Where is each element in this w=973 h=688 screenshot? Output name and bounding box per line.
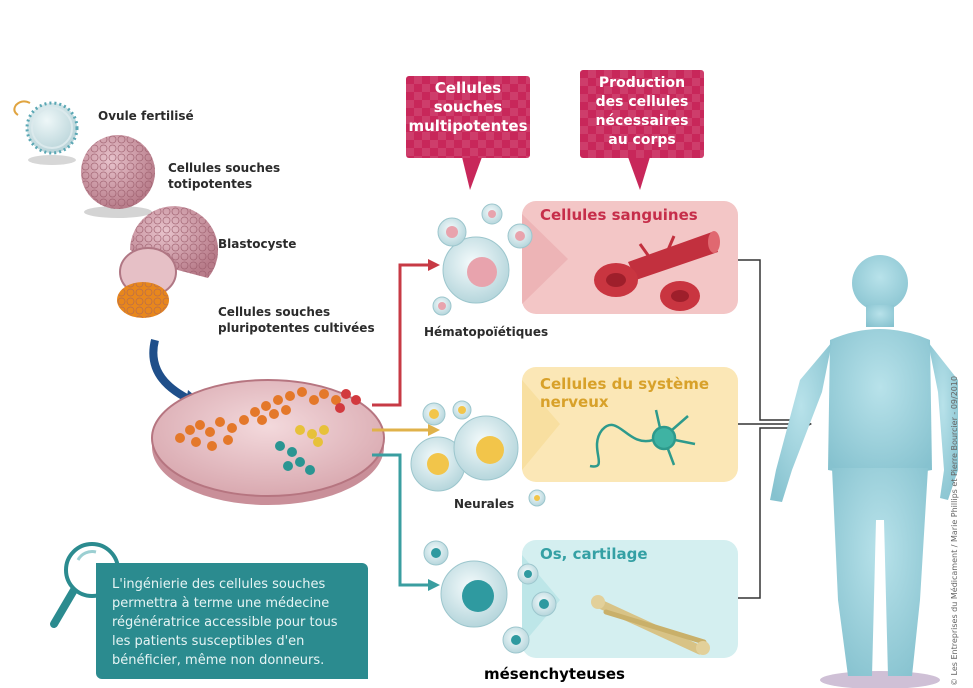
- human-body-icon: [770, 255, 958, 688]
- callout-line: au corps: [580, 131, 704, 150]
- totipotent-label-line: totipotentes: [168, 176, 280, 192]
- callout-line: Production: [580, 74, 704, 93]
- neural-label: Neurales: [454, 496, 514, 512]
- callout-line: nécessaires: [580, 112, 704, 131]
- nervous-panel-title-line: Cellules du système: [540, 375, 709, 393]
- pluripotent-label-line: Cellules souches: [218, 304, 375, 320]
- info-box: L'ingénierie des cellules souches permet…: [96, 563, 368, 679]
- production-callout: Production des cellules nécessaires au c…: [580, 70, 704, 158]
- callout-line: des cellules: [580, 93, 704, 112]
- copyright-credit: © Les Entreprises du Médicament / Marie …: [950, 376, 959, 686]
- mesenchymal-label: mésenchyteuses: [484, 666, 625, 682]
- bone-panel-title: Os, cartilage: [540, 545, 648, 563]
- blood-branch-arrow: [372, 265, 430, 405]
- pluripotent-label-line: pluripotentes cultivées: [218, 320, 375, 336]
- hematopoietic-label: Hématopoïétiques: [424, 324, 548, 340]
- totipotent-label-line: Cellules souches: [168, 160, 280, 176]
- callout-line: multipotentes: [406, 117, 530, 136]
- ovule-illustration: [14, 101, 77, 165]
- callout-line: Cellules: [406, 79, 530, 98]
- ovule-label: Ovule fertilisé: [98, 108, 194, 124]
- nervous-panel-title: Cellules du système nerveux: [540, 375, 709, 411]
- info-line: régénératrice accessible pour tous: [112, 613, 358, 632]
- totipotent-label: Cellules souches totipotentes: [168, 160, 280, 192]
- petri-dish-illustration: [152, 380, 384, 505]
- callout-line: souches: [406, 98, 530, 117]
- info-line: permettra à terme une médecine: [112, 594, 358, 613]
- info-line: bénéficier, même non donneurs.: [112, 651, 358, 670]
- pluripotent-label: Cellules souches pluripotentes cultivées: [218, 304, 375, 336]
- blood-panel-title: Cellules sanguines: [540, 206, 698, 224]
- info-line: L'ingénierie des cellules souches: [112, 575, 358, 594]
- hematopoietic-cells: [433, 204, 532, 315]
- info-line: les patients susceptibles d'en: [112, 632, 358, 651]
- blastocyst-illustration: [117, 206, 218, 318]
- nervous-panel-title-line: nerveux: [540, 393, 709, 411]
- blastocyst-label: Blastocyste: [218, 236, 296, 252]
- multipotent-callout: Cellules souches multipotentes: [406, 76, 530, 158]
- totipotent-cells-illustration: [81, 135, 155, 218]
